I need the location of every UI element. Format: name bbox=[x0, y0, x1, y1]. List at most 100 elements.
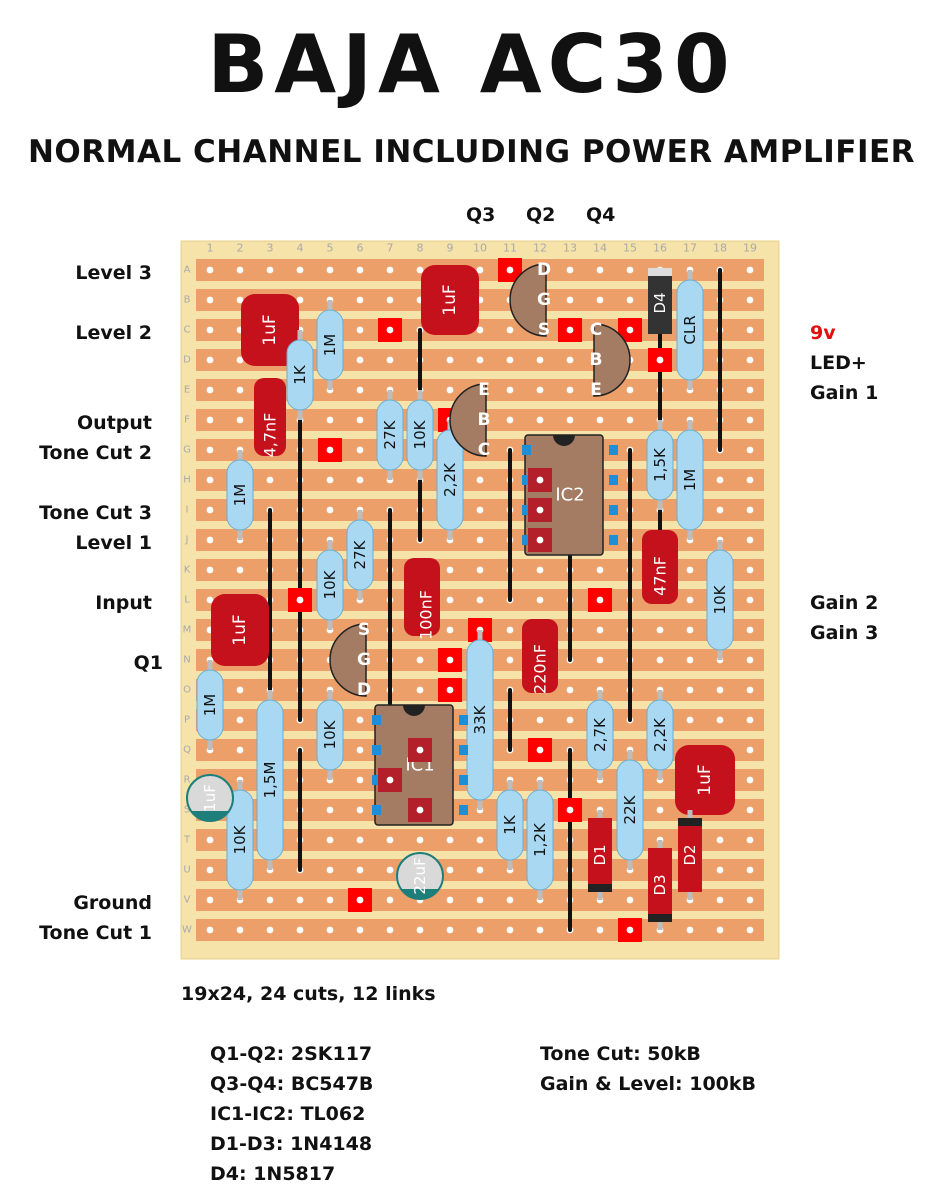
tonecut3-label: Tone Cut 3 bbox=[39, 502, 152, 524]
strip-hole bbox=[386, 296, 394, 304]
column-number: 19 bbox=[743, 242, 757, 255]
page-subtitle: NORMAL CHANNEL INCLUDING POWER AMPLIFIER bbox=[27, 134, 916, 170]
q2-transistor bbox=[509, 263, 547, 337]
resistor-value: 27K bbox=[381, 419, 399, 449]
cut-hole bbox=[506, 266, 514, 274]
row-letter: G bbox=[183, 445, 191, 456]
ic-pin bbox=[522, 505, 531, 515]
row-letter: J bbox=[185, 535, 189, 546]
diode-label: D4 bbox=[651, 292, 669, 313]
capacitor-value: 1uF bbox=[260, 314, 280, 345]
column-number: 14 bbox=[593, 242, 607, 255]
strip-hole bbox=[746, 866, 754, 874]
ic-pin bbox=[522, 475, 531, 485]
strip-hole bbox=[356, 386, 364, 394]
strip-hole bbox=[746, 806, 754, 814]
cut-hole bbox=[536, 476, 544, 484]
transistor-pin: E bbox=[590, 380, 602, 400]
column-number: 5 bbox=[327, 242, 334, 255]
strip-hole bbox=[206, 836, 214, 844]
strip-hole bbox=[506, 926, 514, 934]
strip-hole bbox=[746, 506, 754, 514]
strip-hole bbox=[476, 866, 484, 874]
resistor-body bbox=[286, 339, 314, 411]
strip-hole bbox=[446, 356, 454, 364]
strip-hole bbox=[536, 716, 544, 724]
parts-q1q2: Q1-Q2: 2SK117 bbox=[210, 1043, 373, 1065]
diode-body bbox=[648, 848, 672, 922]
capacitor-body bbox=[211, 594, 269, 666]
row-letter: A bbox=[184, 265, 191, 276]
cut-hole bbox=[656, 356, 664, 364]
resistor-value: 1M bbox=[321, 334, 339, 357]
parts-q3q4: Q3-Q4: BC547B bbox=[210, 1073, 374, 1095]
strip-hole bbox=[506, 656, 514, 664]
strip-hole bbox=[566, 686, 574, 694]
strip-hole bbox=[266, 476, 274, 484]
strip-hole bbox=[416, 656, 424, 664]
strip-hole bbox=[716, 716, 724, 724]
resistor-body bbox=[706, 549, 734, 651]
cut-hole bbox=[296, 596, 304, 604]
strip-hole bbox=[416, 926, 424, 934]
strip-hole bbox=[476, 326, 484, 334]
cut-hole bbox=[356, 896, 364, 904]
ic-pin bbox=[372, 775, 381, 785]
strip-hole bbox=[326, 896, 334, 904]
tonecut2-label: Tone Cut 2 bbox=[39, 442, 152, 464]
strip-hole bbox=[266, 926, 274, 934]
strip-hole bbox=[746, 476, 754, 484]
strip-hole bbox=[746, 716, 754, 724]
strip-hole bbox=[326, 866, 334, 874]
strip-hole bbox=[236, 386, 244, 394]
strip-hole bbox=[746, 746, 754, 754]
q3-label: Q3 bbox=[466, 204, 496, 226]
strip-hole bbox=[236, 416, 244, 424]
resistor-value: 10K bbox=[411, 419, 429, 449]
strip-hole bbox=[206, 506, 214, 514]
resistor-value: 10K bbox=[711, 584, 729, 614]
strip-hole bbox=[206, 386, 214, 394]
transistor-pin: B bbox=[590, 350, 603, 370]
parts-d1d3: D1-D3: 1N4148 bbox=[210, 1133, 373, 1155]
transistor-pin: S bbox=[358, 620, 370, 640]
q4-transistor bbox=[593, 323, 631, 397]
row-letter: R bbox=[184, 775, 191, 786]
strip-hole bbox=[536, 416, 544, 424]
strip-hole bbox=[236, 566, 244, 574]
led-plus-label: LED+ bbox=[810, 352, 867, 374]
strip-hole bbox=[716, 506, 724, 514]
cut-hole bbox=[536, 536, 544, 544]
diode-band bbox=[648, 268, 672, 276]
strip-hole bbox=[506, 326, 514, 334]
strip-hole bbox=[356, 866, 364, 874]
strip-hole bbox=[326, 836, 334, 844]
strip-hole bbox=[206, 296, 214, 304]
strip-hole bbox=[656, 656, 664, 664]
row-letter: K bbox=[184, 565, 191, 576]
level2-label: Level 2 bbox=[75, 322, 152, 344]
strip-hole bbox=[596, 926, 604, 934]
column-number: 11 bbox=[503, 242, 517, 255]
strip-hole bbox=[476, 836, 484, 844]
column-number: 15 bbox=[623, 242, 637, 255]
strip-hole bbox=[356, 356, 364, 364]
capacitor-value: 1uF bbox=[695, 764, 715, 795]
capacitor-band bbox=[191, 811, 229, 822]
strip-hole bbox=[746, 446, 754, 454]
capacitor-body bbox=[642, 530, 678, 604]
resistor-body bbox=[316, 699, 344, 771]
diode-band bbox=[588, 884, 612, 892]
resistor-value: 1M bbox=[231, 484, 249, 507]
capacitor-body bbox=[675, 745, 735, 815]
row-letter: E bbox=[184, 385, 190, 396]
strip-hole bbox=[716, 836, 724, 844]
column-number: 7 bbox=[387, 242, 394, 255]
ic-pin bbox=[609, 505, 618, 515]
strip-hole bbox=[206, 926, 214, 934]
q3-transistor bbox=[449, 383, 487, 457]
resistor-value: 10K bbox=[321, 719, 339, 749]
parts-d4: D4: 1N5817 bbox=[210, 1163, 336, 1185]
capacitor-body bbox=[522, 619, 558, 693]
